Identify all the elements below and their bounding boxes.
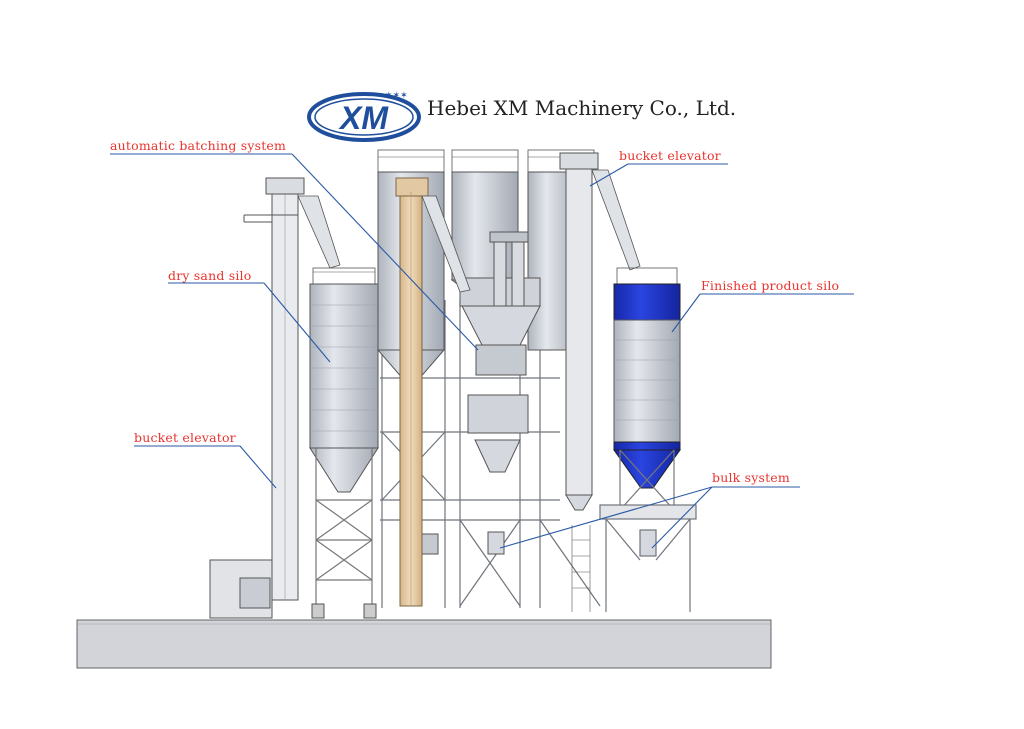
label-finished-product-silo: Finished product silo	[701, 278, 840, 293]
finished-product-silo	[613, 267, 681, 511]
right-bucket-elevator	[559, 152, 641, 612]
bulk-system-platform	[599, 504, 697, 612]
ground-slab	[76, 619, 772, 669]
center-bucket-elevator	[395, 177, 471, 607]
label-automatic-batching-system: automatic batching system	[110, 138, 287, 153]
label-bucket-elevator-right: bucket elevator	[619, 148, 721, 163]
company-name: Hebei XM Machinery Co., Ltd.	[427, 96, 737, 120]
dry-sand-silo	[309, 267, 379, 619]
leader-lines	[110, 153, 854, 549]
company-logo: XM ✶✶✶	[307, 90, 421, 142]
svg-text:✶✶✶: ✶✶✶	[385, 90, 408, 100]
label-bucket-elevator-left: bucket elevator	[134, 430, 236, 445]
left-bucket-elevator	[209, 177, 341, 619]
label-bulk-system: bulk system	[712, 470, 790, 485]
label-dry-sand-silo: dry sand silo	[168, 268, 252, 283]
logo-text: XM	[338, 100, 389, 136]
